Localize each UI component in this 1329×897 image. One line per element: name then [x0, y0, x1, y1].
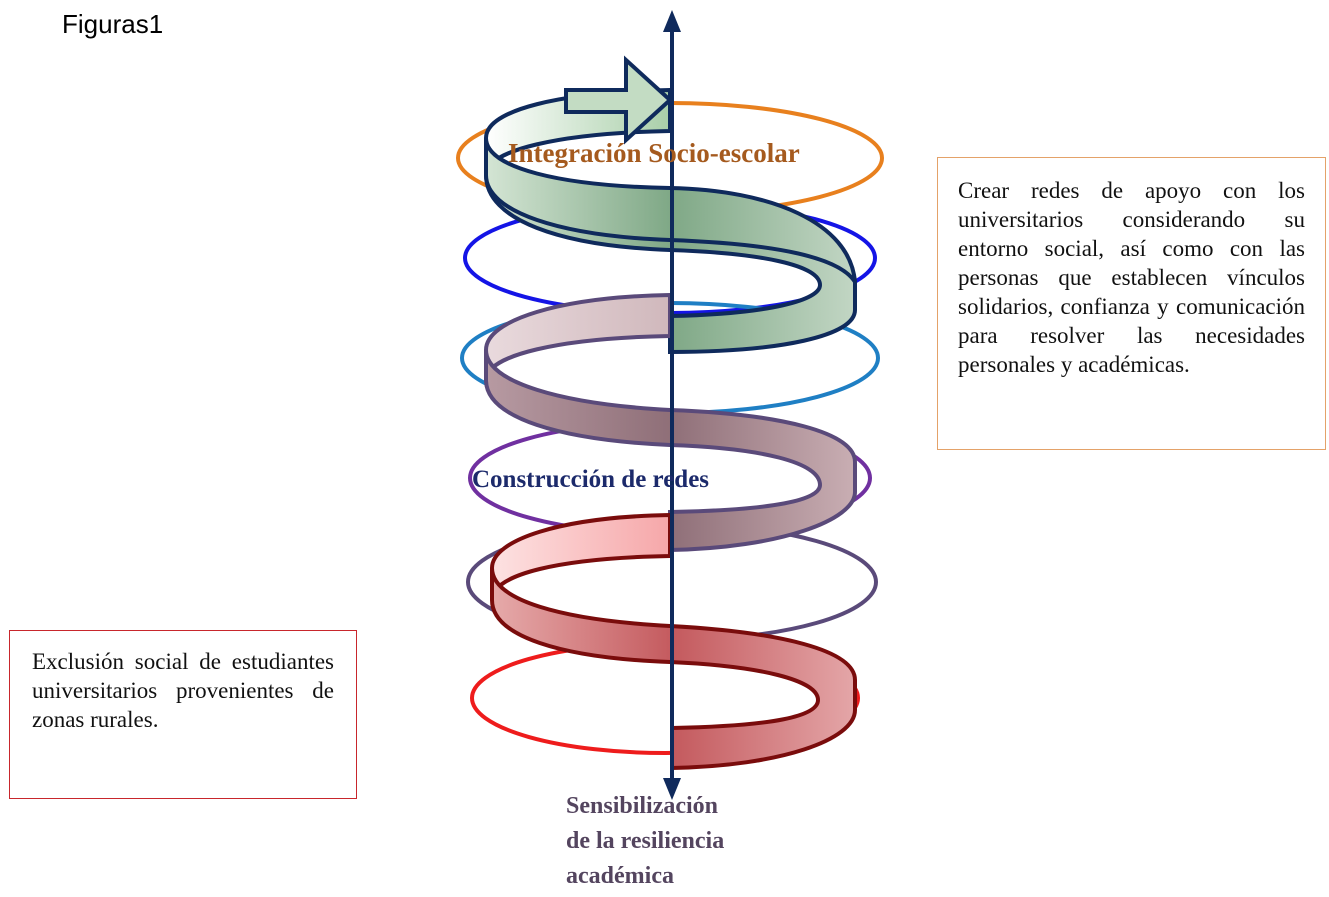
axis-arrowhead-down [663, 778, 681, 800]
figure-label: Figuras1 [62, 9, 164, 39]
label-sensibilizacion-line3: académica [566, 863, 674, 889]
support-networks-text: Crear redes de apoyo con los universitar… [958, 178, 1305, 377]
label-sensibilizacion-line2: de la resiliencia [566, 828, 725, 854]
support-networks-box: Crear redes de apoyo con los universitar… [937, 157, 1326, 450]
label-sensibilizacion-line1: Sensibilización [566, 793, 719, 819]
label-construccion: Construcción de redes [472, 466, 710, 493]
vertical-axis-arrow [663, 10, 681, 800]
social-exclusion-box: Exclusión social de estudiantes universi… [9, 630, 357, 799]
axis-arrowhead-up [663, 10, 681, 32]
green-arrow-head [564, 55, 673, 145]
label-integracion: Integración Socio-escolar [508, 138, 800, 168]
social-exclusion-text: Exclusión social de estudiantes universi… [32, 649, 334, 732]
label-sensibilizacion: Sensibilización de la resiliencia académ… [566, 789, 724, 894]
